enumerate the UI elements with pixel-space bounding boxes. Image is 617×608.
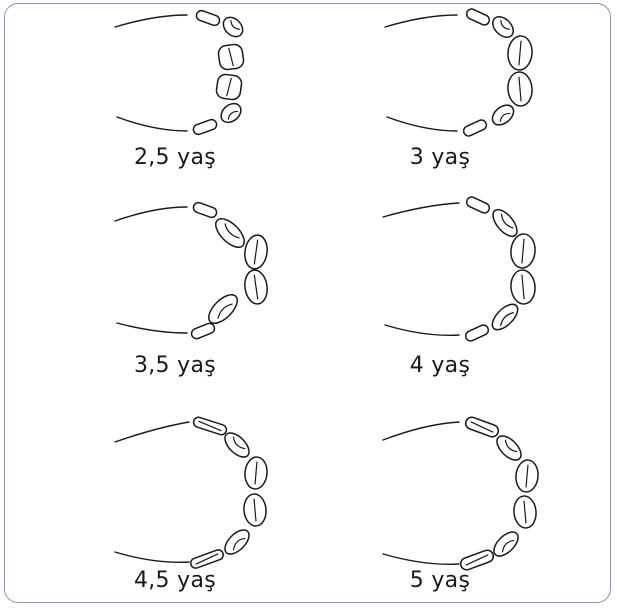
dental-arch-drawing xyxy=(382,416,539,571)
figure-frame xyxy=(4,3,611,603)
stage-panel-3: 3 yaş xyxy=(365,5,605,190)
stage-label: 4 yaş xyxy=(409,353,471,378)
stage-label: 2,5 yaş xyxy=(133,145,217,170)
stage-label: 5 yaş xyxy=(409,568,471,593)
stage-label: 3,5 yaş xyxy=(133,353,217,378)
stage-panel-4: 4 yaş xyxy=(365,195,605,380)
stage-panel-3-5: 3,5 yaş xyxy=(95,195,335,380)
stage-panel-4-5: 4,5 yaş xyxy=(95,408,335,593)
dental-arch-drawing xyxy=(114,416,268,569)
dental-arch-drawing xyxy=(114,201,268,340)
dental-arch-drawing xyxy=(114,9,245,136)
stage-panel-5: 5 yaş xyxy=(365,408,605,593)
dental-arch-drawing xyxy=(382,196,536,342)
stage-label: 3 yaş xyxy=(409,145,471,170)
stage-label: 4,5 yaş xyxy=(133,568,217,593)
dental-arch-drawing xyxy=(384,8,533,137)
stage-panel-2-5: 2,5 yaş xyxy=(95,5,335,190)
